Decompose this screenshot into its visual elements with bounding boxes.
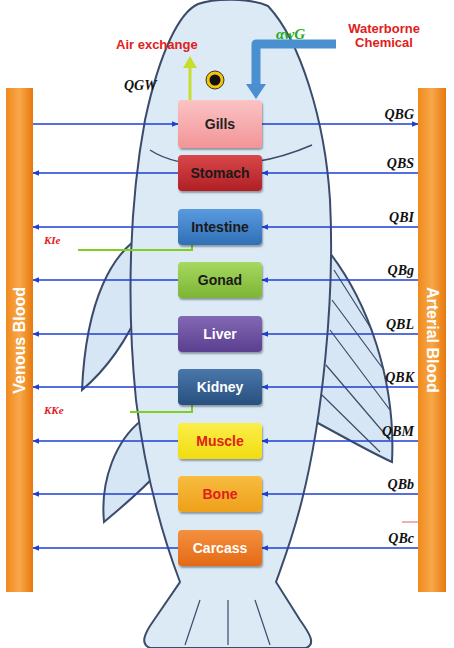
fish-eye [206,71,224,89]
organ-box: Bone [178,476,262,512]
blood-flow-arrow [33,333,178,335]
air-exchange-head [183,56,197,68]
organ-label: Kidney [197,379,244,395]
annotation-label: QGW [124,78,174,93]
annotation-label: αwG [276,26,316,43]
flow-label: QBS [387,156,414,172]
blood-flow-arrow [262,226,418,228]
blood-flow-arrow [262,440,418,442]
water-inflow-head [246,84,266,99]
organ-label: Muscle [196,433,243,449]
blood-flow-arrow [33,226,178,228]
flow-label: QBc [388,531,414,547]
band-label: Arterial Blood [423,287,441,393]
annotation-label: KKe [44,404,84,416]
organ-box: Stomach [178,155,262,191]
organ-label: Gonad [198,272,242,288]
flow-label: QBG [384,107,414,123]
organ-box: Gills [178,100,262,148]
organ-box: Muscle [178,423,262,459]
blood-flow-arrow [262,493,418,495]
organ-label: Carcass [193,540,248,556]
blood-flow-arrow [262,172,418,174]
blood-flow-arrow [33,172,178,174]
annotation-label: Air exchange [116,38,206,52]
blood-flow-arrow [33,493,178,495]
fish-pupil [210,75,221,86]
blood-flow-arrow [33,386,178,388]
blood-flow-arrow [262,279,418,281]
fin-rays [322,270,390,452]
intestine-excretion-line [78,236,192,250]
organ-box: Carcass [178,530,262,566]
flow-label: QBI [389,210,414,226]
organ-box: Gonad [178,262,262,298]
blood-flow-arrow [262,386,418,388]
blood-flow-arrow [33,547,178,549]
tail-rays [185,600,270,645]
annotation-label: Waterborne Chemical [336,22,432,51]
air-exchange-arrow [189,66,192,100]
blood-flow-arrow [262,333,418,335]
blood-flow-arrow [262,123,418,125]
annotation-label: KIe [44,234,84,246]
blood-flow-arrow [33,440,178,442]
blood-flow-arrow [262,547,418,549]
fish-body [130,0,331,648]
blood-flow-arrow [33,279,178,281]
blood-band: Venous Blood [6,88,33,592]
flow-label: QBg [388,263,414,279]
band-label: Venous Blood [11,287,29,394]
organ-box: Liver [178,316,262,352]
organ-label: Stomach [190,165,249,181]
organ-label: Bone [203,486,238,502]
flow-label: QBK [385,370,414,386]
flow-label: QBb [388,477,414,493]
blood-flow-arrow [33,123,178,125]
blood-band: Arterial Blood [418,88,446,592]
organ-label: Gills [205,116,235,132]
flow-label: QBL [386,317,414,333]
organ-box: Kidney [178,369,262,405]
organ-label: Liver [203,326,236,342]
organ-box: Intestine [178,209,262,245]
organ-label: Intestine [191,219,249,235]
water-inflow-arrow [256,44,336,86]
flow-label: QBM [382,424,414,440]
